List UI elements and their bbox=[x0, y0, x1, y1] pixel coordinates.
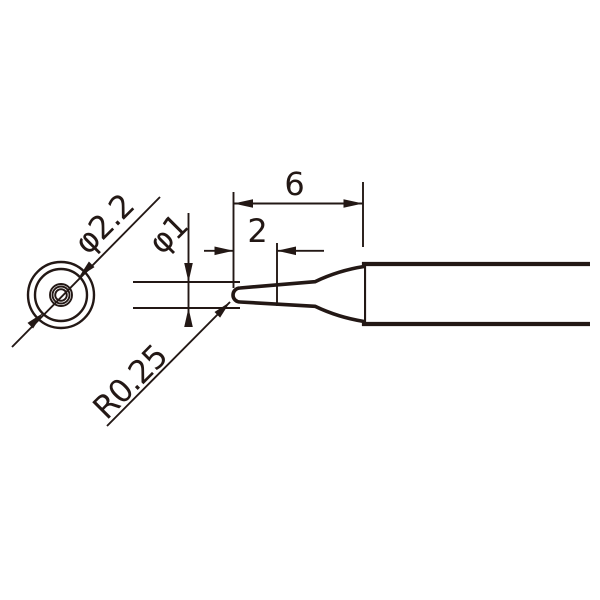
end-view-inner-circle-3 bbox=[54, 288, 68, 302]
tip-profile bbox=[231, 264, 365, 324]
dimension-6-arrow-left bbox=[233, 199, 253, 208]
dimension-lines bbox=[106, 182, 364, 427]
dimension-2-arrow-right bbox=[277, 246, 296, 256]
end-view bbox=[11, 196, 161, 348]
end-view-diameter-arrow-lower bbox=[27, 313, 43, 329]
label-end-view-diameter: φ2.2 bbox=[67, 187, 142, 262]
end-view-inner-circle-1 bbox=[49, 283, 73, 307]
dimension-6-arrow-right bbox=[343, 199, 363, 208]
label-tip-diameter: φ1 bbox=[141, 207, 196, 262]
dimension-2-arrow-left bbox=[214, 246, 234, 256]
end-view-outer-circle bbox=[26, 260, 96, 330]
label-tip-radius: R0.25 bbox=[85, 337, 174, 426]
end-view-diameter-arrow-upper bbox=[79, 261, 95, 277]
end-view-inner-circle-2 bbox=[51, 285, 71, 305]
dimension-phi1-arrow-bottom bbox=[184, 308, 193, 327]
tip-radius-arrow bbox=[214, 302, 230, 318]
tip-radius-leader-line bbox=[106, 301, 231, 427]
label-taper-length: 6 bbox=[284, 165, 303, 203]
dimension-phi1-arrow-top bbox=[184, 263, 193, 282]
side-view bbox=[231, 243, 590, 327]
label-tip-length: 2 bbox=[247, 212, 266, 250]
end-view-middle-circle bbox=[33, 267, 89, 323]
